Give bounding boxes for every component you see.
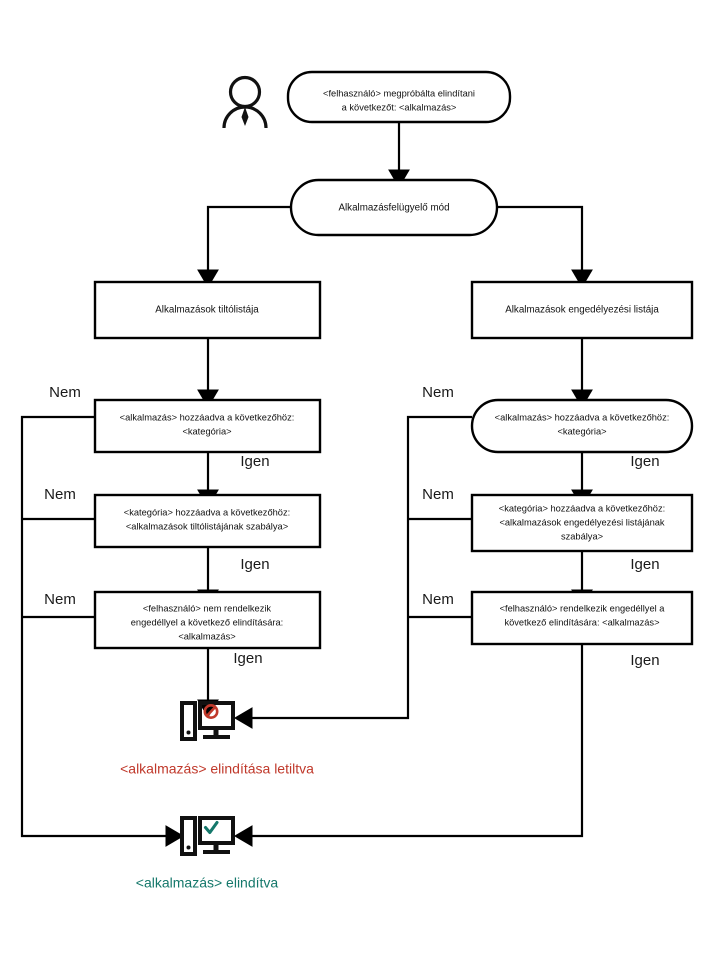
node-allow-user-permission-line1: <felhasználó> rendelkezik engedéllyel a [500,603,666,613]
result-blocked-label: <alkalmazás> elindítása letiltva [120,761,314,777]
node-denylist-root-label: Alkalmazások tiltólistája [155,305,259,316]
node-mode: Alkalmazásfelügyelő mód [289,178,499,237]
branch-label-right-yes-2: Igen [630,556,659,573]
node-allowlist-root-label: Alkalmazások engedélyezési listája [505,305,659,316]
monitor-blocked-icon [180,701,235,741]
node-allow-category-in-rule: <kategória> hozzáadva a következőhöz: <a… [470,493,694,553]
node-allow-category-in-rule-line3: szabálya> [561,531,603,541]
monitor-check-icon [180,816,235,856]
edge-right-yes-to-started [233,644,584,847]
node-allow-category-in-rule-line2: <alkalmazások engedélyezési listájának [499,517,664,527]
node-allow-user-permission: <felhasználó> rendelkezik engedéllyel a … [470,590,694,646]
node-deny-category-in-rule-line1: <kategória> hozzáadva a következőhöz: [124,507,290,517]
node-deny-category-in-rule-line2: <alkalmazások tiltólistájának szabálya> [126,521,288,531]
node-allowlist-root: Alkalmazások engedélyezési listája [470,280,694,340]
branch-label-right-yes-1: Igen [630,453,659,470]
branch-label-left-no-2: Nem [44,486,76,503]
edge-mode-to-denylist [197,205,291,289]
node-start-line1: <felhasználó> megpróbálta elindítani [323,88,475,98]
branch-label-left-no-3: Nem [44,591,76,608]
node-deny-category-in-rule: <kategória> hozzáadva a következőhöz: <a… [93,493,322,549]
branch-label-left-yes-1: Igen [240,453,269,470]
node-mode-label: Alkalmazásfelügyelő mód [338,203,449,214]
edge-right-no-rail [233,415,472,729]
edge-left-no-rail [20,415,185,847]
branch-label-right-no-2: Nem [422,486,454,503]
node-allow-category-in-rule-line1: <kategória> hozzáadva a következőhöz: [499,503,665,513]
branch-label-left-yes-3: Igen [233,650,262,667]
branch-label-right-no-1: Nem [422,384,454,401]
node-allow-app-in-category: <alkalmazás> hozzáadva a következőhöz: <… [470,398,694,454]
user-person-icon [222,75,268,129]
node-allow-user-permission-line2: következő elindítására: <alkalmazás> [504,617,659,627]
branch-label-left-yes-2: Igen [240,556,269,573]
node-deny-user-permission: <felhasználó> nem rendelkezik engedéllye… [93,590,322,650]
node-start: <felhasználó> megpróbálta elindítani a k… [286,70,512,124]
node-deny-user-permission-line2: engedéllyel a következő elindítására: [131,617,283,627]
branch-label-right-yes-3: Igen [630,652,659,669]
branch-label-right-no-3: Nem [422,591,454,608]
node-deny-user-permission-line3: <alkalmazás> [178,631,235,641]
node-allow-app-in-category-line2: <kategória> [557,426,606,436]
node-start-line2: a következőt: <alkalmazás> [342,102,457,112]
result-started-label: <alkalmazás> elindítva [136,875,279,891]
node-denylist-root: Alkalmazások tiltólistája [93,280,322,340]
edge-mode-to-allowlist [497,205,593,289]
node-deny-app-in-category-line2: <kategória> [182,426,231,436]
node-deny-app-in-category: <alkalmazás> hozzáadva a következőhöz: <… [93,398,322,454]
node-deny-user-permission-line1: <felhasználó> nem rendelkezik [143,603,272,613]
node-allow-app-in-category-line1: <alkalmazás> hozzáadva a következőhöz: [495,412,670,422]
node-deny-app-in-category-line1: <alkalmazás> hozzáadva a következőhöz: [120,412,295,422]
branch-label-left-no-1: Nem [49,384,81,401]
